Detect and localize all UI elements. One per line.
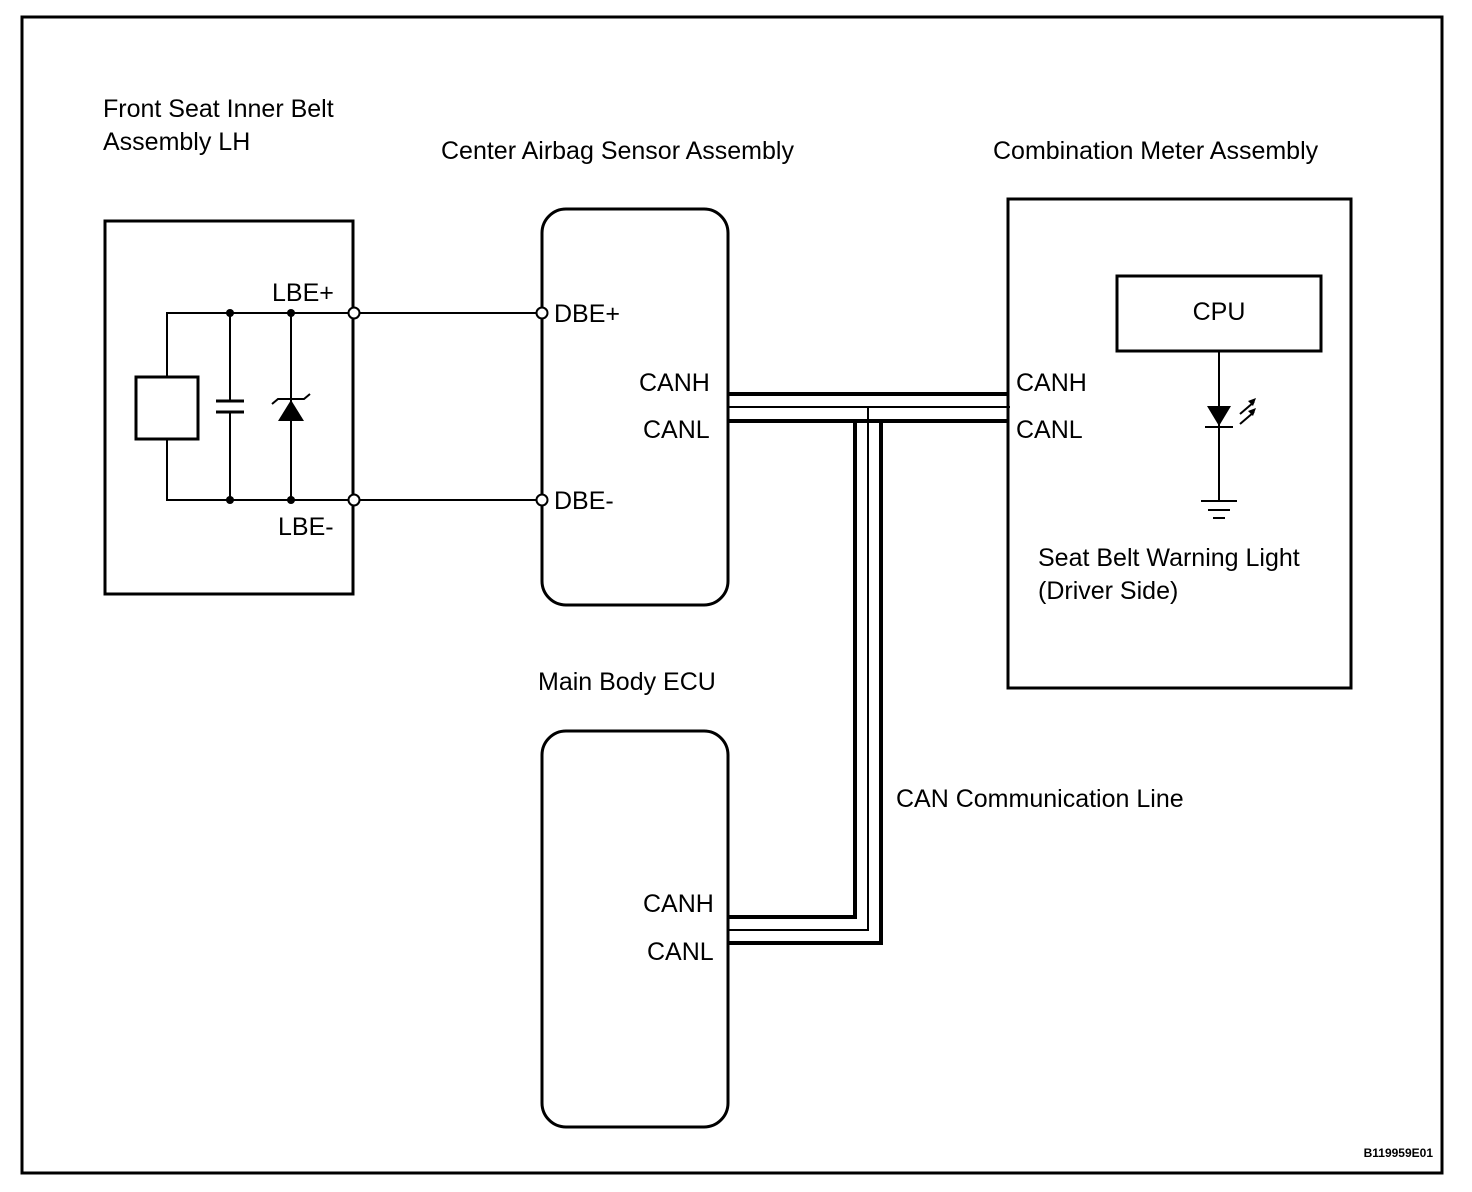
figure-code: B119959E01 <box>1364 1146 1434 1160</box>
belt-bottom-wire <box>166 439 354 501</box>
pin-body-ecu-canh: CANH <box>643 890 714 918</box>
diagram-frame <box>20 15 1444 1175</box>
center-airbag-sensor-assembly: Center Airbag Sensor Assembly DBE+ DBE- … <box>441 137 794 607</box>
belt-top-wire <box>166 312 354 377</box>
can-branch-canh-wire <box>728 419 857 919</box>
terminal-dbe-minus <box>535 493 549 507</box>
zener-diode-icon <box>271 309 311 504</box>
front-seat-inner-belt-assembly: Front Seat Inner Belt Assembly LH LBE+ <box>103 95 361 596</box>
can-branch-twist-wire <box>728 407 869 931</box>
belt-title-line2: Assembly LH <box>103 128 250 156</box>
ground-icon <box>1201 500 1237 519</box>
warning-light-label-line2: (Driver Side) <box>1038 577 1178 605</box>
body-ecu-title: Main Body ECU <box>538 668 716 696</box>
meter-box <box>1006 197 1353 690</box>
belt-title-line1: Front Seat Inner Belt <box>103 95 334 123</box>
cpu-label: CPU <box>1193 298 1246 326</box>
pin-dbe-plus: DBE+ <box>554 300 620 328</box>
can-branch-canl-wire <box>728 419 1008 945</box>
airbag-box <box>540 207 730 607</box>
pin-body-ecu-canl: CANL <box>647 938 714 966</box>
pin-dbe-minus: DBE- <box>554 487 614 515</box>
belt-switch-element <box>134 375 200 441</box>
body-ecu-box <box>540 729 730 1129</box>
warning-light-led-icon <box>1205 351 1256 500</box>
airbag-title: Center Airbag Sensor Assembly <box>441 137 794 165</box>
belt-box <box>103 219 355 596</box>
pin-airbag-canh: CANH <box>639 369 710 397</box>
pin-airbag-canl: CANL <box>643 416 710 444</box>
terminal-dbe-plus <box>535 306 549 320</box>
can-line-label: CAN Communication Line <box>896 785 1184 813</box>
pin-meter-canl: CANL <box>1016 416 1083 444</box>
warning-light-label-line1: Seat Belt Warning Light <box>1038 544 1300 572</box>
terminal-lbe-minus <box>347 493 361 507</box>
can-communication-line: CAN Communication Line <box>728 392 1184 945</box>
terminal-lbe-plus <box>347 306 361 320</box>
main-body-ecu: Main Body ECU CANH CANL <box>538 668 730 1129</box>
combination-meter-assembly: Combination Meter Assembly CANH CANL CPU… <box>993 137 1353 690</box>
pin-lbe-plus: LBE+ <box>272 279 334 307</box>
meter-title: Combination Meter Assembly <box>993 137 1319 165</box>
pin-meter-canh: CANH <box>1016 369 1087 397</box>
capacitor-icon <box>216 309 244 504</box>
pin-lbe-minus: LBE- <box>278 513 334 541</box>
